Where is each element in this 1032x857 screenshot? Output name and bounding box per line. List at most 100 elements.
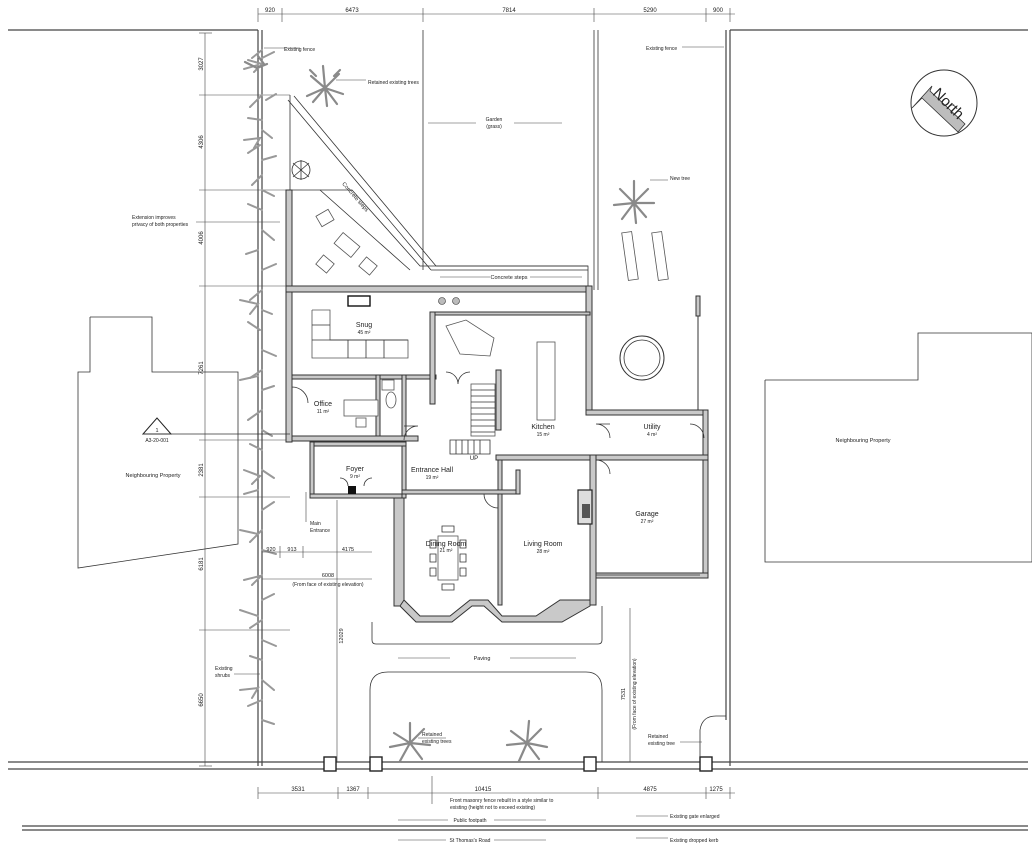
dim-bottom-4875: 4875 (643, 787, 657, 793)
left-dimension-chain: 3027 4306 4006 7261 2381 6181 6650 (199, 32, 290, 767)
neighbour-left: Neighbouring Property (77, 316, 239, 569)
room-entrance-hall-area: 19 m² (426, 475, 439, 481)
dim-left-4306: 4306 (199, 135, 205, 149)
room-snug-area: 45 m² (358, 330, 371, 336)
retained-tree-right-line1: Retained (648, 734, 668, 740)
gate-pier-far-right (699, 756, 713, 772)
retained-trees-bottom-line2: existing trees (422, 739, 452, 745)
snug-light-icon-2 (452, 297, 460, 305)
extension-label-line1: Extension improves (132, 215, 176, 221)
dim-6008: 6008 (322, 573, 334, 579)
right-garden (619, 231, 701, 412)
front-drive: Paving (323, 606, 726, 772)
concrete-steps-label: Concrete steps (491, 275, 528, 281)
dim-from-face-right: (From face of existing elevation) (632, 658, 638, 729)
dim-12029: 12029 (339, 628, 345, 643)
dim-4175: 4175 (342, 547, 354, 553)
office-desk (343, 399, 379, 417)
garden-label-line2: (grass) (486, 124, 502, 130)
inner-dimensions: 920 913 4175 6008 (From face of existing… (262, 500, 638, 762)
rear-terrace: Concrete steps Concrete steps (287, 95, 589, 291)
dim-top-7814: 7814 (502, 8, 516, 14)
top-dimension-chain: 920 6473 7814 5290 900 (257, 8, 735, 22)
dim-left-6181: 6181 (199, 557, 205, 571)
kitchen-island (536, 341, 556, 421)
stairs-up-label: UP (470, 456, 478, 462)
new-tree-label: New tree (670, 176, 690, 182)
sun-lounger-2 (651, 231, 669, 281)
neighbour-right: Neighbouring Property (764, 332, 1032, 563)
room-foyer-name: Foyer (346, 466, 365, 473)
dropped-kerb-label: Existing dropped kerb (670, 838, 719, 844)
north-arrow: North (910, 69, 978, 137)
garden-sofa (333, 232, 361, 258)
front-door (348, 486, 356, 494)
neighbour-right-label: Neighbouring Property (835, 438, 890, 444)
existing-fence-left-label: Existing fence (284, 47, 315, 53)
gate-pier-left (323, 756, 337, 772)
gate-pier-center (369, 756, 383, 772)
room-entrance-hall-name: Entrance Hall (411, 467, 453, 474)
living-fireplace-inner (582, 504, 590, 518)
gate-enlarged-label: Existing gate enlarged (670, 814, 720, 820)
dim-left-4006: 4006 (199, 231, 205, 245)
doors (291, 371, 705, 509)
dim-left-2381: 2381 (199, 463, 205, 477)
house-walls (285, 189, 709, 623)
room-utility-area: 4 m² (647, 432, 657, 438)
gate-pier-right (583, 756, 597, 772)
dim-7531: 7531 (621, 688, 627, 700)
site-boundary (8, 29, 1028, 831)
dim-bottom-1275: 1275 (709, 787, 723, 793)
section-marker: 1 A3-20-001 (141, 417, 290, 444)
dim-bottom-1367: 1367 (346, 787, 360, 793)
room-office-area: 11 m² (317, 409, 330, 415)
dim-left-3027: 3027 (199, 57, 205, 71)
concrete-steps-diag-label: Concrete steps (340, 181, 369, 213)
dim-top-5290: 5290 (643, 8, 657, 14)
room-snug-name: Snug (356, 322, 372, 329)
garden-chair (315, 208, 335, 228)
retained-tree-right-line2: existing tree (648, 741, 675, 747)
dim-top-920: 920 (265, 8, 276, 14)
north-arrow-icon (911, 85, 966, 133)
room-utility-name: Utility (643, 424, 661, 431)
section-number: 1 (155, 428, 158, 434)
neighbour-left-label: Neighbouring Property (125, 473, 180, 479)
furniture (311, 295, 593, 591)
office-chair (355, 417, 367, 428)
staircase (470, 383, 496, 437)
room-garage-area: 27 m² (641, 519, 654, 525)
retained-trees-bottom-line1: Retained (422, 732, 442, 738)
garden-label-line1: Garden (486, 117, 503, 123)
dim-920-inner: 920 (266, 547, 275, 553)
wc-toilet (385, 391, 397, 409)
garden-chair-2 (315, 254, 335, 274)
wc-basin (381, 379, 395, 391)
dim-bottom-3531: 3531 (291, 787, 305, 793)
garden-chair-3 (358, 256, 378, 276)
front-fence-line2: existing (height not to exceed existing) (450, 805, 535, 811)
room-foyer-area: 9 m² (350, 474, 360, 480)
sun-lounger (621, 231, 639, 281)
road-label: St Thomas's Road (450, 838, 491, 844)
existing-shrubs-line1: Existing (215, 666, 233, 672)
dim-from-face: (From face of existing elevation) (292, 582, 363, 588)
piano-icon (445, 319, 495, 357)
circular-feature-inner (623, 339, 661, 377)
dim-bottom-10415: 10415 (475, 787, 492, 793)
paving-label: Paving (474, 656, 491, 662)
annotations: Existing fence Retained existing trees E… (132, 46, 724, 844)
retained-trees-top-label: Retained existing trees (368, 80, 419, 86)
circular-feature (619, 335, 665, 381)
dim-left-6650: 6650 (199, 693, 205, 707)
room-living-name: Living Room (524, 541, 563, 548)
snug-light-icon (438, 297, 446, 305)
bottom-dimension-chain: 3531 1367 10415 4875 1275 (257, 787, 735, 799)
snug-fireplace (347, 295, 371, 307)
room-living-area: 28 m² (537, 549, 550, 555)
room-kitchen-area: 15 m² (537, 432, 550, 438)
room-labels: Snug 45 m² Office 11 m² Foyer 9 m² Entra… (314, 322, 661, 555)
public-footpath-label: Public footpath (453, 818, 486, 824)
